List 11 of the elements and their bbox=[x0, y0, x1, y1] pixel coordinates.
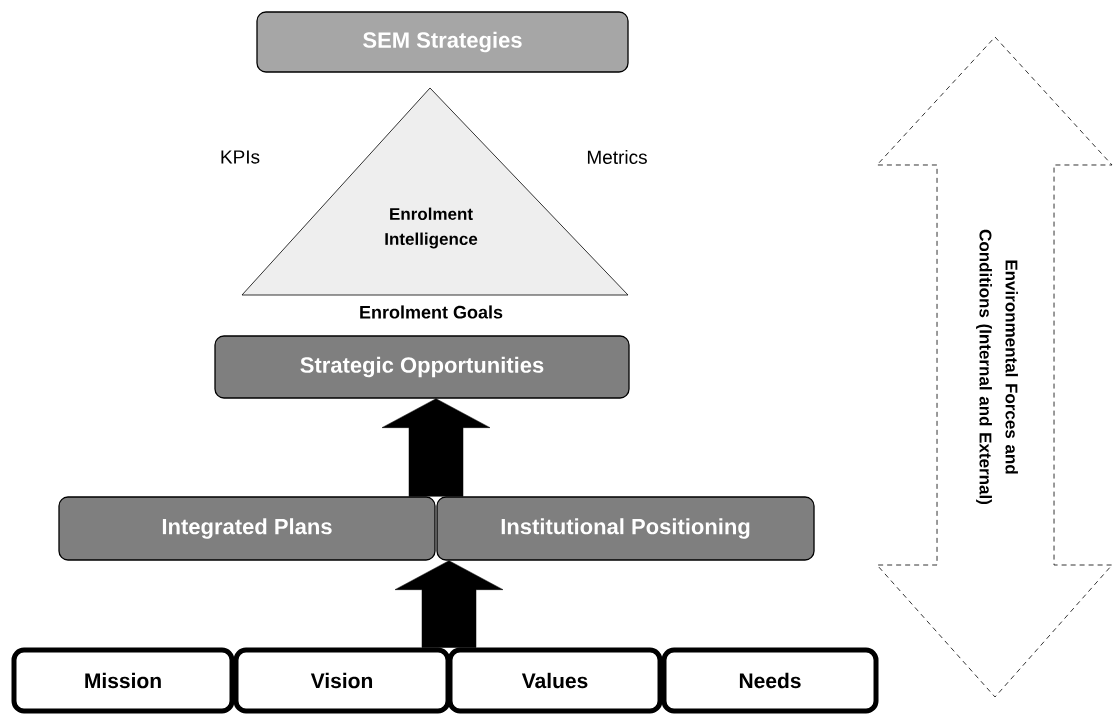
process-box: SEM Strategies bbox=[256, 11, 629, 73]
foundation-box: Needs bbox=[661, 647, 879, 714]
foundation-box: Mission bbox=[11, 647, 235, 714]
process-box: Strategic Opportunities bbox=[214, 335, 630, 399]
node-label: Enrolment Goals bbox=[360, 305, 503, 319]
foundation-box: Vision bbox=[233, 647, 451, 714]
block-arrow bbox=[394, 560, 504, 648]
process-box: Institutional Positioning bbox=[436, 496, 815, 561]
process-box: Integrated Plans bbox=[58, 496, 436, 561]
block-arrow bbox=[381, 398, 491, 497]
foundation-box: Values bbox=[447, 647, 663, 714]
